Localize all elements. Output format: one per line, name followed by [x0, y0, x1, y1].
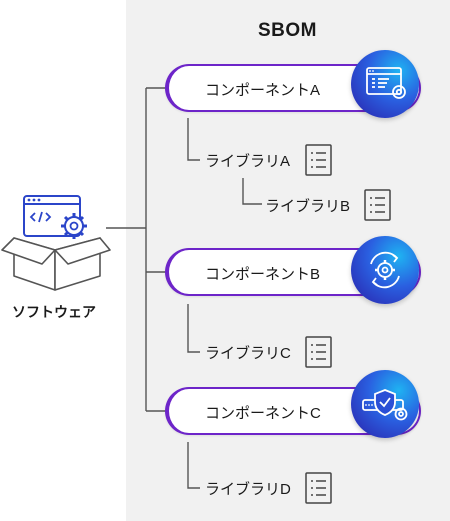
software-box-icon	[0, 186, 112, 296]
gear-cycle-icon	[351, 236, 419, 304]
component-c-label: コンポーネントC	[205, 405, 321, 422]
document-icon	[303, 471, 335, 510]
document-icon	[303, 335, 335, 374]
library-b-label: ライブラリB	[265, 198, 351, 215]
library-d-label: ライブラリD	[205, 481, 291, 498]
shield-check-gear-icon	[351, 370, 419, 438]
document-icon	[303, 143, 335, 182]
window-gear-icon	[351, 50, 419, 118]
component-a-label: コンポーネントA	[205, 82, 321, 99]
library-c-label: ライブラリC	[205, 345, 291, 362]
library-a-label: ライブラリA	[205, 153, 291, 170]
component-b-label: コンポーネントB	[205, 266, 321, 283]
document-icon	[362, 188, 394, 227]
software-label: ソフトウェア	[12, 304, 96, 320]
diagram-title: SBOM	[258, 20, 317, 41]
